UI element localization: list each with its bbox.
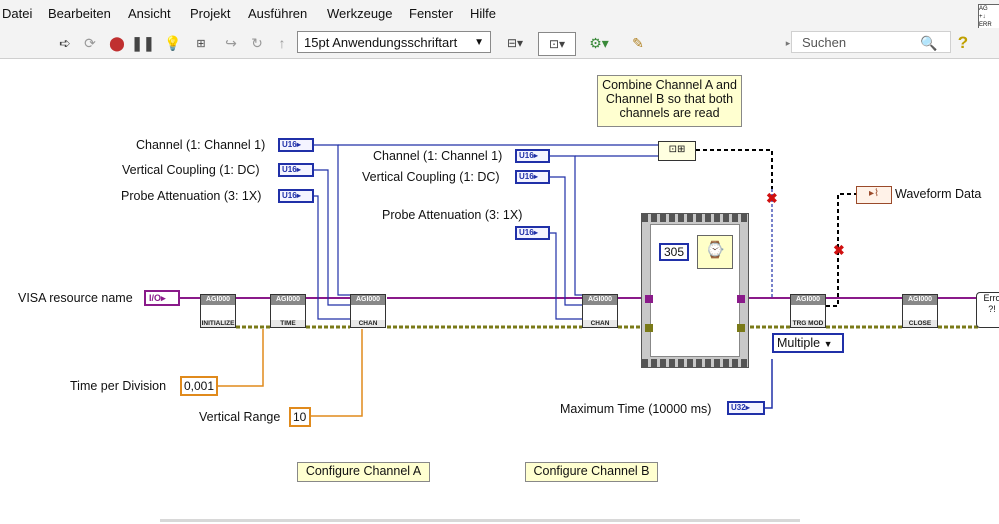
chevron-down-icon: ▼ <box>474 37 484 48</box>
distribute-objects-icon[interactable]: ⊡▾ <box>538 32 576 56</box>
retain-wire-icon[interactable]: ⊞ <box>196 37 206 50</box>
chan-b-channel-const[interactable]: U16▸ <box>515 149 550 163</box>
menu-ausfuehren[interactable]: Ausführen <box>248 6 308 21</box>
help-icon[interactable]: ? <box>957 33 969 52</box>
build-array-node[interactable]: ⊡⊞ <box>658 141 696 161</box>
max-time-label: Maximum Time (10000 ms) <box>560 402 712 416</box>
error-tunnel-left <box>645 324 653 332</box>
chan-b-wires <box>550 155 660 320</box>
max-time-const[interactable]: U32▸ <box>727 401 765 415</box>
chan-a-wires <box>314 144 660 320</box>
broken-wire-icon: ✖ <box>833 242 845 258</box>
error-tunnel-right <box>737 324 745 332</box>
time-per-div-wire <box>218 329 264 387</box>
highlight-bulb-icon[interactable]: 💡 <box>164 34 182 51</box>
chan-b-probe-const[interactable]: U16▸ <box>515 226 550 240</box>
sequence-film-edge-top <box>642 214 748 222</box>
waveform-indicator[interactable]: ▸⌇ <box>856 186 892 204</box>
pause-icon[interactable]: ❚❚ <box>131 34 155 51</box>
step-over-icon[interactable]: ↻ <box>251 34 263 51</box>
font-select[interactable]: 15pt Anwendungsschriftart▼ <box>297 31 491 53</box>
chan-b-probe-label: Probe Attenuation (3: 1X) <box>382 208 523 222</box>
chan-a-coupling-label: Vertical Coupling (1: DC) <box>122 163 260 177</box>
max-time-wire <box>765 359 773 409</box>
toolbar: ➪ ⟳ ⬤ ❚❚ 💡 ⊞ ↪ ↻ ↑ 15pt Anwendungsschrif… <box>0 28 999 59</box>
sequence-film-edge-bottom <box>642 359 748 367</box>
vertical-range-label: Vertical Range <box>199 410 281 424</box>
visa-resource-control[interactable]: I/O▸ <box>144 290 180 306</box>
wait-ms-constant[interactable]: 305 <box>659 243 689 261</box>
time-per-division-label: Time per Division <box>70 379 167 393</box>
visa-resource-label: VISA resource name <box>18 291 133 305</box>
wait-ms-icon[interactable]: ⌚ <box>697 235 733 269</box>
broken-wire-icon: ✖ <box>766 190 778 206</box>
wires-layer: ✖ ✖ <box>180 144 978 417</box>
error-handler-node[interactable]: Erro?! <box>976 292 999 328</box>
chevron-down-icon: ▼ <box>823 339 833 349</box>
menu-fenster[interactable]: Fenster <box>409 6 454 21</box>
menu-hilfe[interactable]: Hilfe <box>470 6 497 21</box>
time-per-division-control[interactable]: 0,001 <box>180 376 218 396</box>
menu-werkzeuge[interactable]: Werkzeuge <box>327 6 393 21</box>
abort-icon[interactable]: ⬤ <box>109 34 125 51</box>
trigger-mode-enum[interactable]: Multiple ▼ <box>772 333 844 353</box>
menu-projekt[interactable]: Projekt <box>190 6 231 21</box>
align-objects-icon[interactable]: ⊟▾ <box>506 36 524 50</box>
combined-channels-wire <box>696 149 773 189</box>
waveform-data-label: Waveform Data <box>895 187 982 201</box>
chan-b-channel-label: Channel (1: Channel 1) <box>373 149 503 163</box>
horizontal-scrollbar[interactable] <box>160 519 800 522</box>
chan-b-coupling-label: Vertical Coupling (1: DC) <box>362 170 500 184</box>
menu-datei[interactable]: Datei <box>2 6 33 21</box>
vertical-range-control[interactable]: 10 <box>289 407 311 427</box>
chan-b-coupling-const[interactable]: U16▸ <box>515 170 550 184</box>
reorder-icon[interactable]: ⚙▾ <box>589 34 609 51</box>
menu-ansicht[interactable]: Ansicht <box>128 6 171 21</box>
comment-configure-channel-a[interactable]: Configure Channel A <box>297 462 430 482</box>
search-input[interactable]: Suchen <box>791 31 951 53</box>
cleanup-diagram-icon[interactable]: ✎ <box>632 34 644 51</box>
comment-combine-channels[interactable]: Combine Channel A and Channel B so that … <box>597 75 742 127</box>
chan-a-channel-const[interactable]: U16▸ <box>278 138 314 152</box>
chan-a-channel-label: Channel (1: Channel 1) <box>136 138 266 152</box>
step-into-icon[interactable]: ↪ <box>225 34 237 51</box>
search-expand-icon[interactable]: ▸ <box>785 37 791 48</box>
visa-tunnel-left <box>645 295 653 303</box>
run-continuous-icon[interactable]: ⟳ <box>84 34 96 51</box>
search-icon[interactable]: 🔍 <box>920 34 938 51</box>
waveform-wire <box>826 193 856 307</box>
menu-bearbeiten[interactable]: Bearbeiten <box>48 6 111 21</box>
comment-configure-channel-b[interactable]: Configure Channel B <box>525 462 658 482</box>
chan-a-coupling-const[interactable]: U16▸ <box>278 163 314 177</box>
chan-a-probe-const[interactable]: U16▸ <box>278 189 314 203</box>
step-out-icon[interactable]: ↑ <box>278 35 286 51</box>
visa-tunnel-right <box>737 295 745 303</box>
menu-bar: Datei Bearbeiten Ansicht Projekt Ausführ… <box>0 0 999 52</box>
block-diagram[interactable]: ✖ ✖ Channel (1: Channel 1) U16▸ Vertical… <box>0 59 999 524</box>
run-arrow-icon[interactable]: ➪ <box>59 34 71 51</box>
vertical-range-wire <box>311 329 363 417</box>
chan-a-probe-label: Probe Attenuation (3: 1X) <box>121 189 262 203</box>
